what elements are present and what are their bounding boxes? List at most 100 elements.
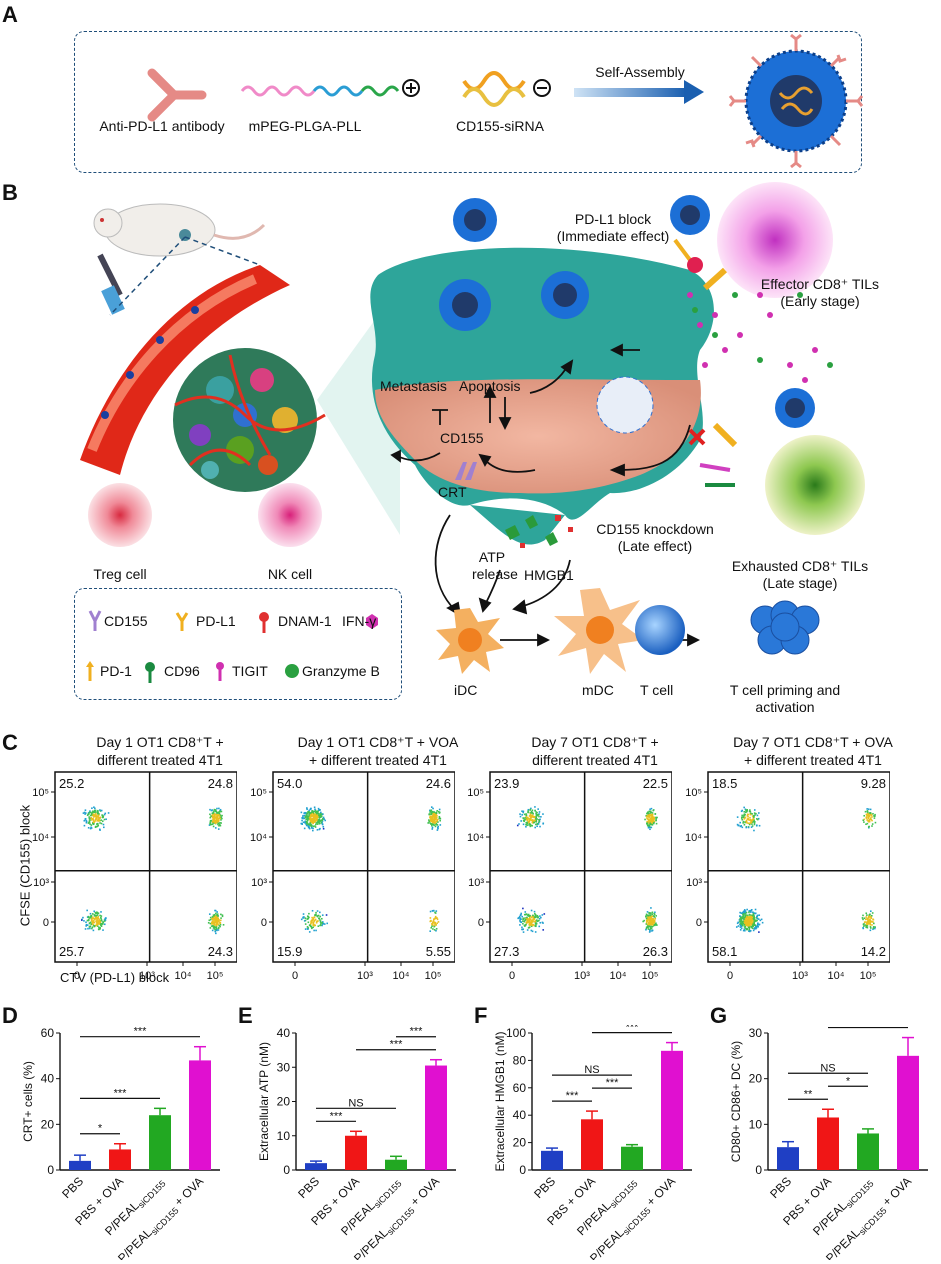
significance-label: *** xyxy=(390,1039,404,1051)
flow-event-dot xyxy=(215,813,218,816)
flow-event-dot xyxy=(98,920,100,923)
flow-event-dot xyxy=(643,919,645,922)
flow-event-dot xyxy=(305,823,307,825)
flow-event-dot xyxy=(322,827,325,830)
flow-event-dot xyxy=(320,815,323,818)
flow-event-dot xyxy=(530,924,532,926)
t-cell-cluster-icon xyxy=(750,600,820,655)
flow-event-dot xyxy=(751,819,753,822)
flow-event-dot xyxy=(96,911,98,914)
flow-event-dot xyxy=(530,925,533,928)
flow-event-dot xyxy=(749,822,751,825)
flow-event-dot xyxy=(91,913,94,915)
flow-event-dot xyxy=(210,815,213,818)
flow-event-dot xyxy=(93,810,96,812)
flow-event-dot xyxy=(438,812,441,814)
flow-event-dot xyxy=(92,929,95,932)
nk-cell-icon xyxy=(258,483,322,547)
flow-event-dot xyxy=(322,818,324,820)
flow-event-dot xyxy=(213,928,216,930)
flow-event-dot xyxy=(749,922,751,925)
flow-event-dot xyxy=(650,822,653,825)
flow-event-dot xyxy=(98,926,100,929)
flow-event-dot xyxy=(746,928,748,930)
flow-event-dot xyxy=(323,818,325,820)
flow-event-dot xyxy=(100,819,102,821)
flow-event-dot xyxy=(746,918,749,921)
flow-event-dot xyxy=(317,816,319,818)
flow-event-dot xyxy=(748,910,751,912)
flow-event-dot xyxy=(319,816,322,818)
bar xyxy=(661,1050,683,1170)
flow-event-dot xyxy=(220,816,223,818)
quadrant-percent: 25.2 xyxy=(59,776,84,791)
flow-event-dot xyxy=(742,820,745,823)
flow-event-dot xyxy=(520,918,522,920)
flow-event-dot xyxy=(872,921,874,923)
flow-event-dot xyxy=(434,815,437,818)
flow-event-dot xyxy=(752,916,755,919)
flow-event-dot xyxy=(526,918,528,921)
flow-event-dot xyxy=(535,816,538,819)
flow-event-dot xyxy=(89,827,92,830)
flow-event-dot xyxy=(95,817,98,820)
flow-event-dot xyxy=(534,819,536,821)
flow-event-dot xyxy=(218,807,220,810)
flow-event-dot xyxy=(306,814,308,816)
quadrant-percent: 5.55 xyxy=(426,944,451,959)
flow-event-dot xyxy=(535,924,537,926)
flow-event-dot xyxy=(752,929,755,932)
flow-event-dot xyxy=(747,916,750,918)
flow-event-dot xyxy=(751,921,754,924)
flow-event-dot xyxy=(311,817,314,820)
flow-event-dot xyxy=(433,819,435,821)
flow-event-dot xyxy=(93,925,96,928)
bar xyxy=(621,1146,643,1170)
flow-event-dot xyxy=(95,820,97,822)
flow-event-dot xyxy=(742,923,745,925)
flow-event-dot xyxy=(871,912,874,914)
flow-event-dot xyxy=(749,910,752,912)
flow-event-dot xyxy=(735,926,738,928)
flow-event-dot xyxy=(741,921,744,924)
flow-event-dot xyxy=(433,925,435,928)
flow-event-dot xyxy=(740,919,743,922)
flow-event-dot xyxy=(215,918,218,920)
flow-event-dot xyxy=(91,811,94,814)
flow-event-dot xyxy=(652,923,654,926)
flow-event-dot xyxy=(757,925,759,928)
flow-event-dot xyxy=(642,920,644,923)
flow-event-dot xyxy=(220,913,222,916)
flow-event-dot xyxy=(539,825,541,828)
flow-event-dot xyxy=(304,928,307,930)
flow-event-dot xyxy=(97,809,99,812)
flow-event-dot xyxy=(311,826,313,829)
flow-event-dot xyxy=(89,921,92,924)
flow-event-dot xyxy=(741,920,743,923)
flow-event-dot xyxy=(756,915,758,918)
flow-event-dot xyxy=(99,919,101,922)
flow-event-dot xyxy=(217,815,219,818)
flow-event-dot xyxy=(215,919,217,921)
flow-event-dot xyxy=(217,818,219,820)
flow-event-dot xyxy=(528,916,531,919)
flow-event-dot xyxy=(306,915,309,917)
flow-event-dot xyxy=(534,925,536,927)
flow-event-dot xyxy=(435,924,437,926)
flow-event-dot xyxy=(525,813,527,815)
flow-event-dot xyxy=(433,921,436,924)
flow-event-dot xyxy=(212,916,214,919)
flow-event-dot xyxy=(530,919,533,922)
flow-event-dot xyxy=(316,823,319,825)
flow-event-dot xyxy=(872,926,875,928)
flow-event-dot xyxy=(529,809,531,811)
flow-event-dot xyxy=(866,921,869,924)
flow-event-dot xyxy=(432,813,434,816)
quadrant-percent: 9.28 xyxy=(861,776,886,791)
flow-event-dot xyxy=(437,825,439,828)
flow-event-dot xyxy=(304,816,307,819)
legend-cd96: CD96 xyxy=(164,663,200,679)
flow-event-dot xyxy=(743,926,746,928)
flow-event-dot xyxy=(871,823,874,825)
flow-event-dot xyxy=(94,814,96,816)
